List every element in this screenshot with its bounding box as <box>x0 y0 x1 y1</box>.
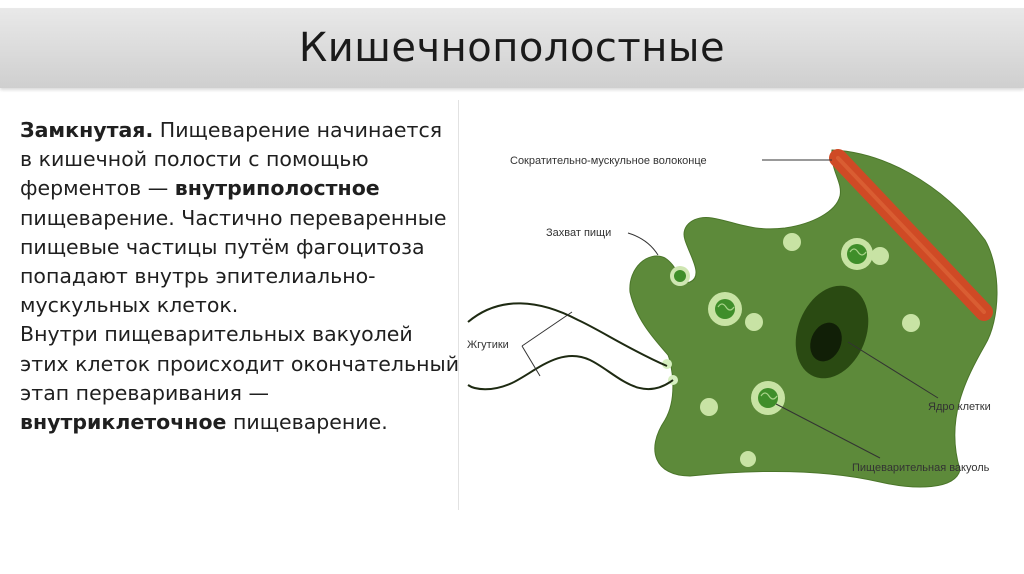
muscle-fiber-highlight <box>836 156 986 314</box>
small-vacuole <box>745 313 763 331</box>
small-vacuole <box>783 233 801 251</box>
captured-food <box>674 270 686 282</box>
label-nucleus: Ядро клетки <box>928 401 991 413</box>
title-bar: Кишечнополостные <box>0 8 1024 88</box>
label-food-capture: Захват пищи <box>546 227 611 239</box>
closed-type-term: Замкнутая. <box>20 118 154 142</box>
intracellular-term: внутриклеточное <box>20 410 227 435</box>
label-digestive-vacuole: Пищеварительная вакуоль <box>852 462 990 474</box>
nucleolus <box>810 322 842 362</box>
small-vacuole <box>902 314 920 332</box>
flagella-pointer <box>521 311 573 347</box>
nucleus-pointer <box>847 341 939 399</box>
page-title: Кишечнополостные <box>298 25 726 71</box>
flagella-pointer <box>521 345 541 377</box>
capture-pointer <box>627 232 659 256</box>
intracavitary-term: внутриполостное <box>174 176 380 201</box>
text-fragment: пищеварение. Частично переваренные пищев… <box>20 205 447 318</box>
label-muscle-fiber: Сократительно-мускульное волоконце <box>510 155 707 167</box>
flagellum <box>467 302 668 367</box>
flagellum <box>467 354 674 391</box>
small-vacuole <box>871 247 889 265</box>
text-fragment: Внутри пищеварительных вакуолей этих кле… <box>20 322 460 405</box>
description-text: Замкнутая. Пищеварение начинается в кише… <box>20 116 460 437</box>
label-flagella: Жгутики <box>467 339 509 351</box>
digestive-vacuole <box>708 292 742 326</box>
text-fragment: Пищеварение начинается в кишечной полост… <box>20 118 443 201</box>
vacuole-pointer <box>775 403 881 459</box>
digestive-vacuole <box>841 238 873 270</box>
flagellum-base <box>662 359 672 369</box>
small-vacuole <box>740 451 756 467</box>
text-fragment: пищеварение. <box>226 410 388 435</box>
digestive-vacuole <box>751 381 785 415</box>
column-divider <box>458 100 459 510</box>
small-vacuole <box>700 398 718 416</box>
